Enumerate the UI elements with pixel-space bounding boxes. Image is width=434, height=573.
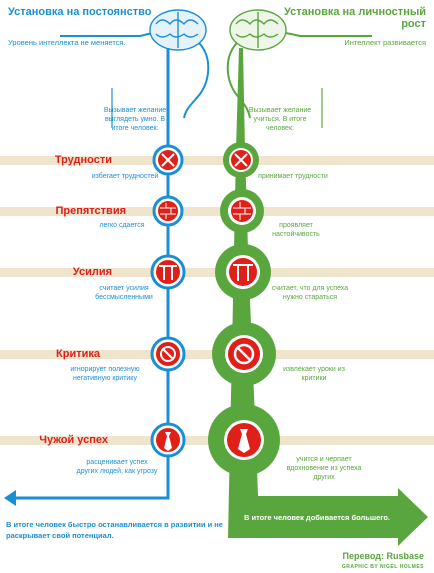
fixed-brick-wall-icon — [158, 201, 178, 221]
fixed-description: легко сдается — [99, 222, 145, 229]
fixed-icon-circles — [150, 144, 186, 458]
growth-weightlifter-icon — [229, 258, 257, 286]
fixed-mindset-subtitle: Уровень интеллекта не меняется. — [8, 38, 126, 47]
growth-mindset-title: Установка на личностный рост — [283, 6, 426, 30]
fixed-mindset-title: Установка на постоянство — [8, 6, 152, 18]
band-1 — [0, 156, 434, 165]
category-label: Критика — [56, 348, 100, 360]
category-label: Препятствия — [55, 205, 127, 217]
growth-description: проявляет настойчивость — [272, 222, 320, 238]
growth-icon-circles — [208, 142, 280, 476]
band-2 — [0, 207, 434, 216]
fixed-description: игнорирует полезную негативную критику — [70, 366, 140, 382]
growth-conclusion: В итоге человек добивается большего. — [244, 513, 390, 522]
category-bands — [0, 156, 434, 445]
growth-brain-icon — [229, 9, 287, 51]
fixed-description: расценивает успех других людей, как угро… — [76, 459, 158, 475]
category-label: Трудности — [54, 154, 112, 166]
translation-credit: Перевод: Rusbase — [342, 551, 425, 561]
fixed-brain-icon — [149, 9, 207, 51]
graphic-credit: GRAPHIC BY NIGEL HOLMES — [341, 564, 424, 570]
category-label: Чужой успех — [39, 434, 108, 446]
fixed-description: считает усилия бессмысленными — [95, 285, 153, 301]
category-label: Усилия — [72, 266, 112, 278]
growth-brick-wall-icon — [231, 200, 253, 222]
growth-description: извлекает уроки из критики — [283, 366, 345, 382]
growth-mindset-subtitle: Интеллект развивается — [344, 38, 426, 47]
growth-description: учится и черпает вдохновение из успеха д… — [286, 456, 362, 481]
growth-path-arrowhead — [398, 488, 428, 546]
fixed-intro: Вызывает желание выглядеть умно. В итоге… — [103, 107, 167, 132]
fixed-conclusion: В итоге человек быстро останавливается в… — [6, 520, 223, 540]
growth-intro: Вызывает желание учиться. В итоге челове… — [248, 107, 312, 132]
growth-description: принимает трудности — [258, 173, 328, 180]
fixed-description: избегает трудностей — [91, 173, 159, 180]
fixed-path-arrowhead — [4, 490, 16, 506]
growth-description: считает, что для успеха нужно стараться — [271, 285, 349, 301]
growth-path-line — [228, 48, 400, 538]
fixed-weightlifter-icon — [156, 260, 180, 284]
